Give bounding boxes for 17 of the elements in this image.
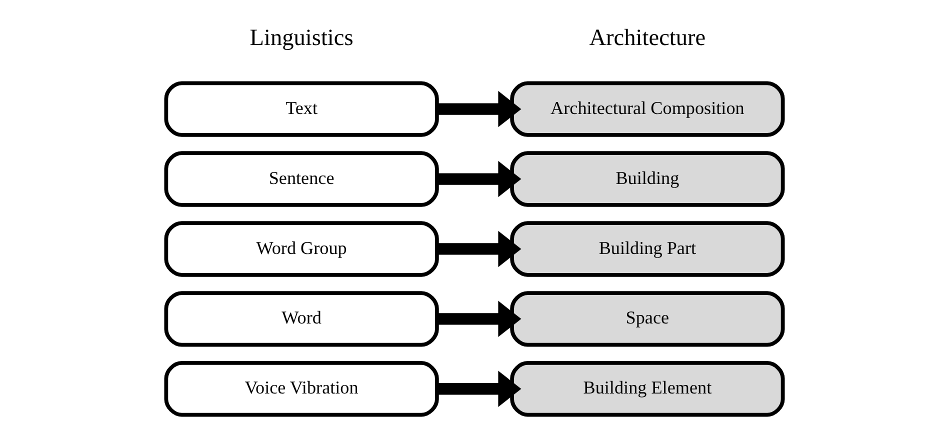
node-box: Sentence bbox=[164, 151, 439, 207]
arrow bbox=[437, 370, 522, 407]
node-box: Text bbox=[164, 81, 439, 137]
arrow bbox=[437, 230, 522, 268]
node-box: Space bbox=[510, 291, 785, 347]
arrow bbox=[437, 160, 522, 198]
arrow bbox=[437, 300, 522, 338]
node-box: Architectural Composition bbox=[510, 81, 785, 137]
node-box: Building Part bbox=[510, 221, 785, 277]
node-box: Voice Vibration bbox=[164, 361, 439, 417]
arrow bbox=[437, 90, 522, 128]
node-box: Word bbox=[164, 291, 439, 347]
label: Linguistics bbox=[250, 24, 354, 51]
node-box: Building Element bbox=[510, 361, 785, 417]
node-box: Word Group bbox=[164, 221, 439, 277]
node-box: Building bbox=[510, 151, 785, 207]
label: Architecture bbox=[589, 24, 706, 51]
